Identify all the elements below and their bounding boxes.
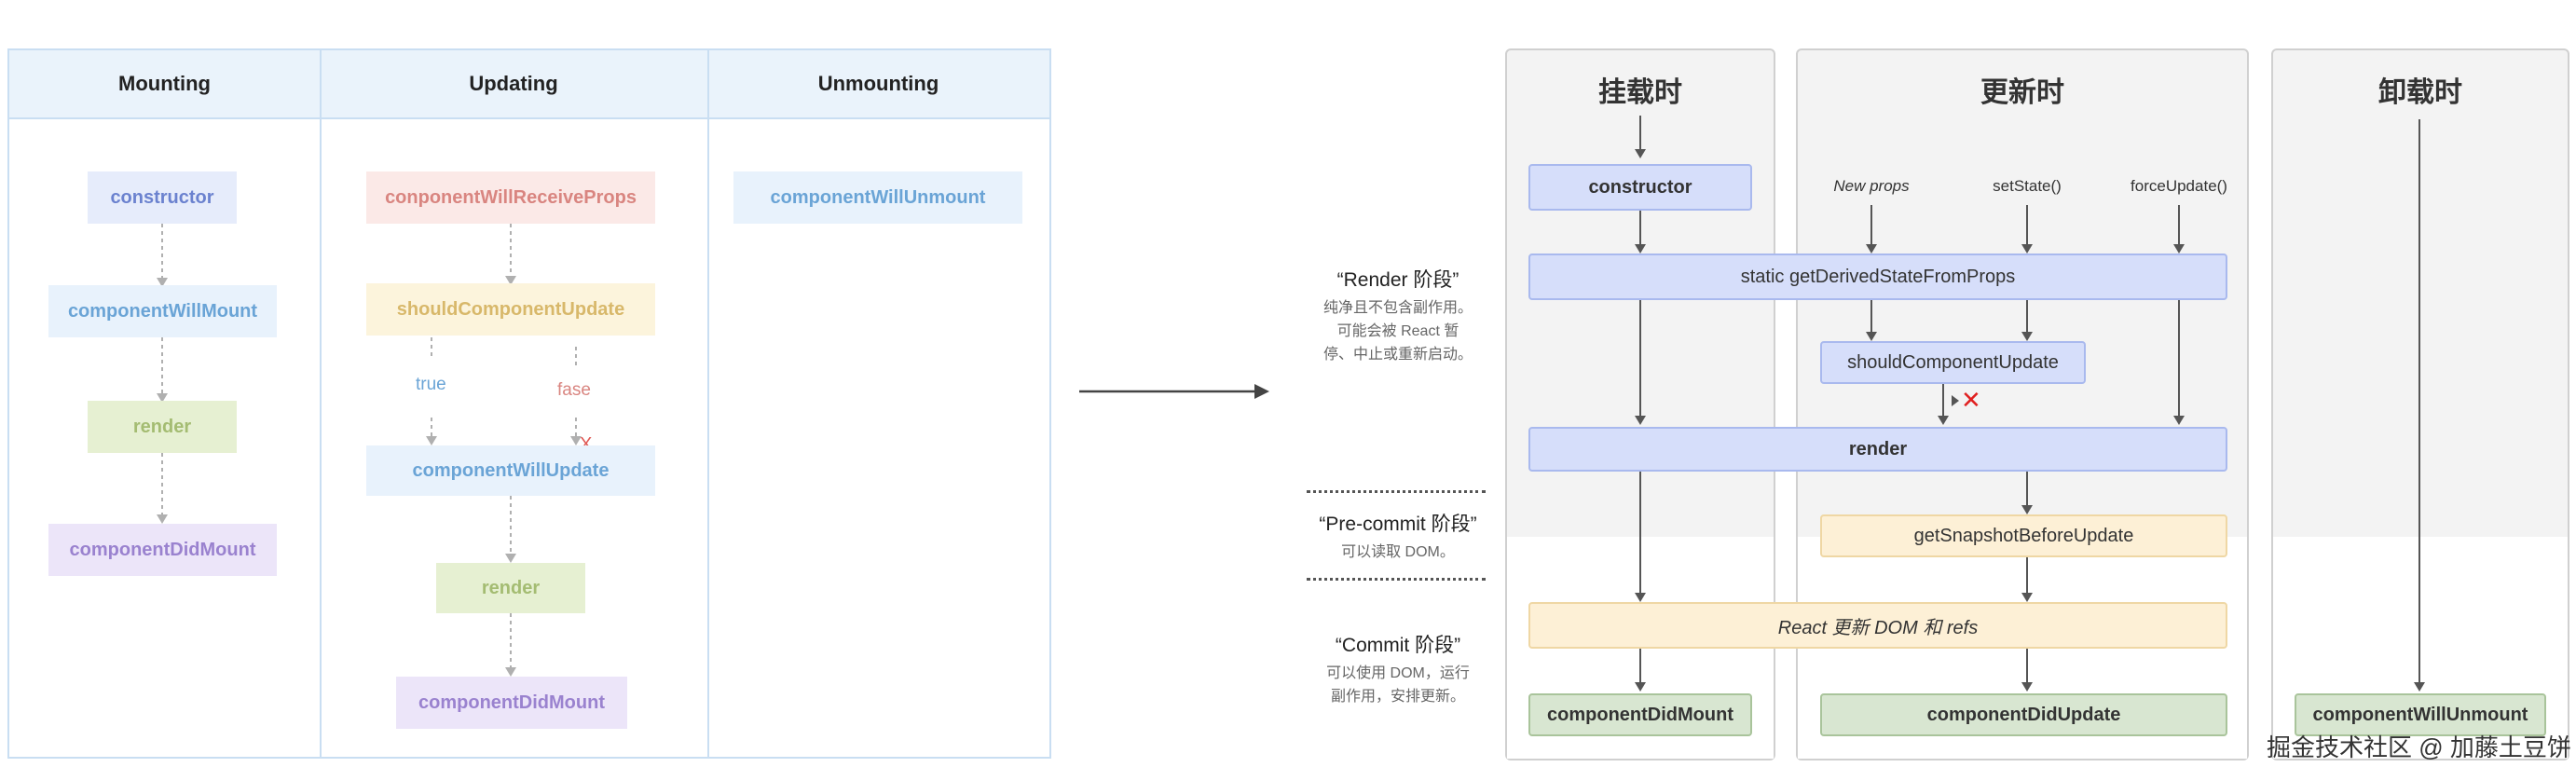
component-will-update-box: componentWillUpdate xyxy=(366,445,655,496)
mount-column-title: 挂载时 xyxy=(1598,76,1682,109)
branch-false-label: fase xyxy=(557,380,591,400)
component-did-mount-node: componentDidMount xyxy=(1528,693,1752,736)
header-updating: Updating xyxy=(320,50,707,119)
constructor-box: constructor xyxy=(88,171,237,224)
cancel-icon: ✕ xyxy=(1961,386,1981,414)
branch-true-label: true xyxy=(416,375,446,394)
commit-phase-title: “Commit 阶段” xyxy=(1335,635,1461,656)
get-snapshot-before-update-node: getSnapshotBeforeUpdate xyxy=(1820,514,2227,557)
column-divider xyxy=(707,50,709,757)
render-phase-title: “Render 阶段” xyxy=(1336,269,1459,291)
trigger-new-props: New props xyxy=(1833,177,1910,195)
constructor-node: constructor xyxy=(1528,164,1752,211)
column-divider xyxy=(320,50,322,757)
watermark: 掘金技术社区 @ 加藤土豆饼 xyxy=(2267,733,2571,761)
commit-phase-desc: 可以使用 DOM，运行 副作用，安排更新。 xyxy=(1326,665,1470,705)
component-will-unmount-node: componentWillUnmount xyxy=(2295,693,2546,736)
component-did-mount-box: componentDidMount xyxy=(48,524,277,576)
transition-arrow xyxy=(1079,384,1269,399)
render-node: render xyxy=(1528,427,2227,472)
header-unmounting: Unmounting xyxy=(707,50,1049,119)
trigger-force-update: forceUpdate() xyxy=(2131,177,2227,195)
component-will-receive-props-box: conponentWillReceiveProps xyxy=(366,171,655,224)
phase-divider xyxy=(1307,578,1486,581)
component-did-update-node: componentDidUpdate xyxy=(1820,693,2227,736)
update-column-title: 更新时 xyxy=(1980,76,2064,109)
legacy-arrows xyxy=(157,224,582,677)
update-component-did-mount-box: componentDidMount xyxy=(396,677,627,729)
trigger-set-state: setState() xyxy=(1993,177,2062,195)
legacy-lifecycle-table: Mounting Updating Unmounting xyxy=(7,48,1051,759)
precommit-phase-title: “Pre-commit 阶段” xyxy=(1319,514,1477,535)
component-will-mount-box: componentWillMount xyxy=(48,285,277,337)
component-will-unmount-box: componentWillUnmount xyxy=(733,171,1022,224)
get-derived-state-from-props-node: static getDerivedStateFromProps xyxy=(1528,253,2227,300)
update-render-box: render xyxy=(436,563,585,613)
should-component-update-node: shouldComponentUpdate xyxy=(1820,341,2086,384)
header-mounting: Mounting xyxy=(9,50,320,119)
react-update-dom-node: React 更新 DOM 和 refs xyxy=(1528,602,2227,649)
precommit-phase-desc: 可以读取 DOM。 xyxy=(1341,544,1455,560)
render-phase-desc: 纯净且不包含副作用。 可能会被 React 暂 停、中止或重新启动。 xyxy=(1322,300,1473,363)
render-box: render xyxy=(88,401,237,453)
phase-divider xyxy=(1307,490,1486,493)
should-component-update-box: shouldComponentUpdate xyxy=(366,283,655,336)
unmount-column-title: 卸载时 xyxy=(2378,76,2462,109)
